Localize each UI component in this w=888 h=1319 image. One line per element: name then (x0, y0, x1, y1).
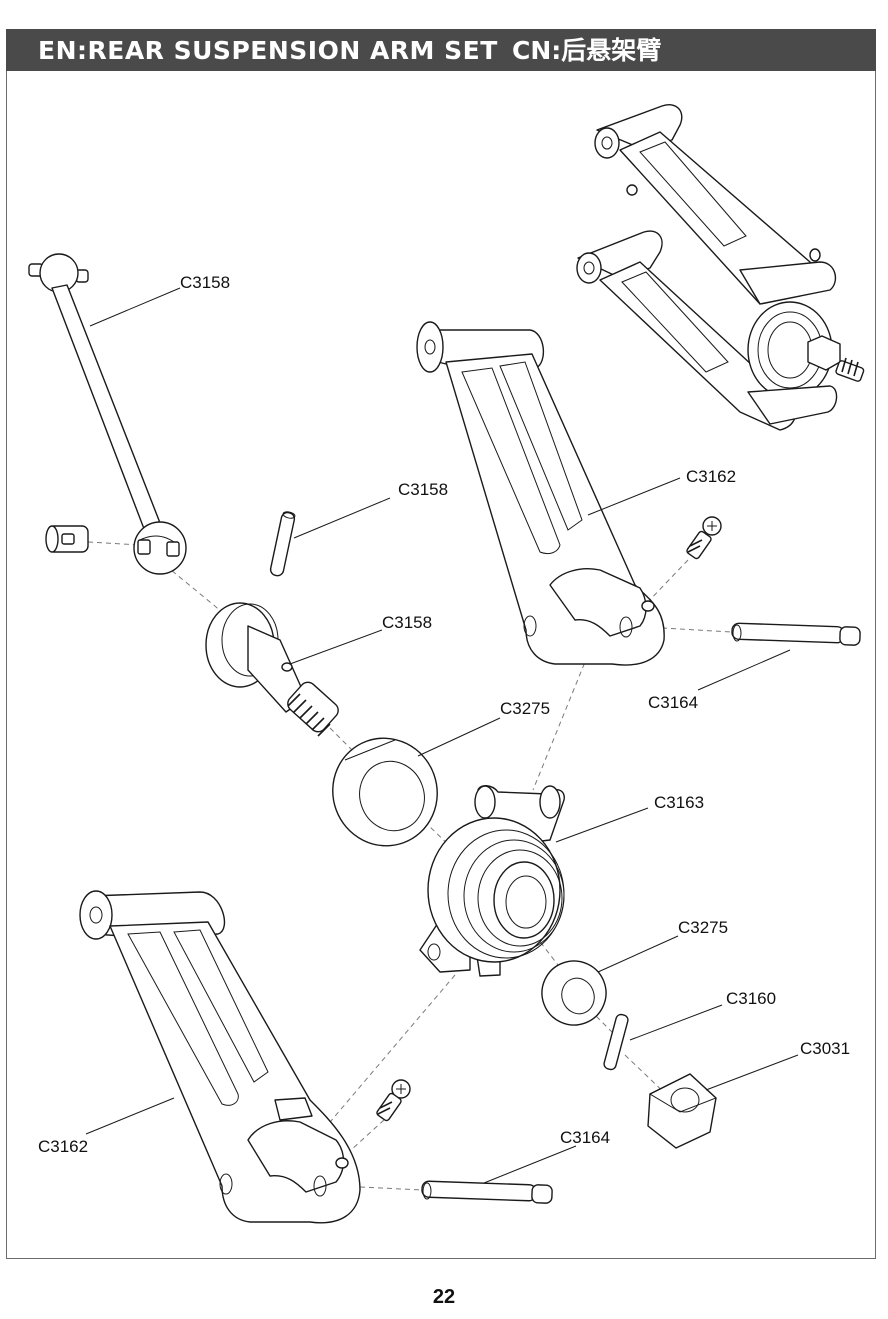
stub-axle-icon (205, 602, 339, 737)
lower-arm-icon (79, 890, 361, 1224)
callout-bearing-small: C3275 (678, 918, 728, 937)
callout-upper-arm: C3162 (686, 467, 736, 486)
hinge-pin-lower-icon (421, 1180, 553, 1204)
drive-shaft-icon (28, 253, 187, 575)
callout-bearing-large: C3275 (500, 699, 550, 718)
assembled-arm-icon (576, 104, 865, 431)
screw-lower-icon (376, 1079, 411, 1122)
bearing-small-icon (541, 960, 607, 1026)
leader-lines (85, 287, 799, 1184)
callout-hub-carrier: C3163 (654, 793, 704, 812)
callout-lower-arm: C3162 (38, 1137, 88, 1156)
wheel-hex-icon (647, 1073, 717, 1149)
screw-upper-icon (686, 516, 722, 560)
callout-roll-pin: C3158 (398, 480, 448, 499)
callout-hinge-pin-lower: C3164 (560, 1128, 610, 1147)
hinge-pin-upper-icon (731, 622, 861, 646)
callout-pin: C3160 (726, 989, 776, 1008)
callouts: C3158 C3158 C3158 C3162 C3164 C3275 C316… (38, 273, 850, 1156)
callout-wheel-hex: C3031 (800, 1039, 850, 1058)
sleeve-icon (45, 525, 89, 553)
callout-drive-shaft: C3158 (180, 273, 230, 292)
hub-carrier-icon (419, 785, 565, 977)
title-cn: CN:后悬架臂 (512, 36, 662, 65)
title-en: EN:REAR SUSPENSION ARM SET (38, 36, 498, 65)
bearing-large-icon (332, 737, 438, 847)
upper-arm-icon (416, 321, 665, 666)
header-bar (6, 29, 876, 71)
page-number: 22 (432, 1286, 456, 1308)
callout-stub-axle: C3158 (382, 613, 432, 632)
roll-pin-icon (269, 511, 296, 577)
pin-icon (603, 1013, 629, 1071)
callout-hinge-pin-upper: C3164 (648, 693, 698, 712)
